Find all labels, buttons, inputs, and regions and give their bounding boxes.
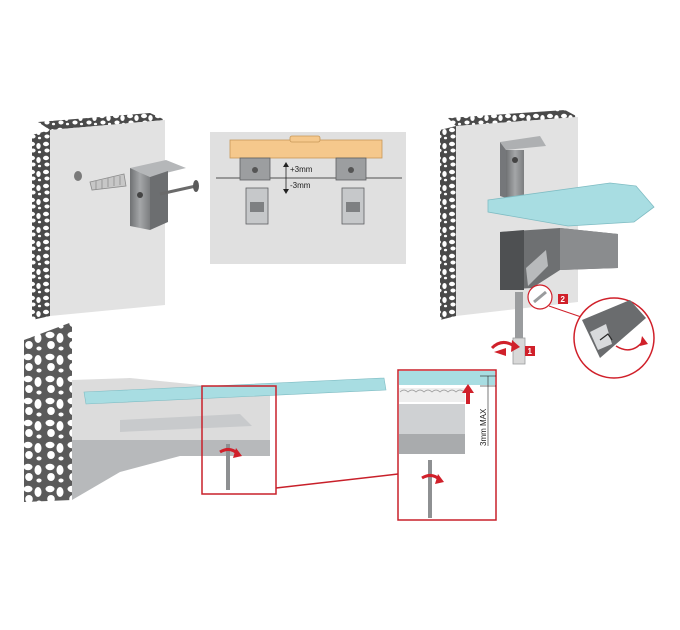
wall-edge-stone xyxy=(32,130,50,320)
panel-detail-max: 3mm MAX xyxy=(397,369,497,521)
up-arrow-icon xyxy=(462,384,474,404)
wall-plug xyxy=(89,173,127,191)
rotate-arrow-icon xyxy=(219,447,242,458)
up-arrow-icon xyxy=(283,162,289,167)
upper-bracket xyxy=(500,136,546,198)
glass-shelf xyxy=(487,182,655,227)
foam-texture xyxy=(399,389,465,393)
level-bubble-vial xyxy=(289,135,321,143)
step-1-badge xyxy=(525,346,535,356)
spirit-level xyxy=(229,139,383,159)
minus-3mm-label: -3mm xyxy=(290,181,311,190)
rotate-arrow-icon xyxy=(421,473,444,484)
wall-top-stone xyxy=(448,110,578,126)
wall-top-stone xyxy=(38,113,165,130)
panel-side-section xyxy=(24,322,399,502)
bracket-top-detail xyxy=(399,404,465,434)
panel-glass-mounting: 1 2 xyxy=(440,110,655,379)
bracket-lower-detail xyxy=(399,434,465,454)
lower-bracket xyxy=(500,228,618,290)
step-2-badge xyxy=(558,294,568,304)
panel-level-adjustment: +3mm -3mm xyxy=(210,132,406,264)
bracket-right xyxy=(335,157,367,225)
stone-wall-section xyxy=(24,322,72,502)
wall-hole xyxy=(74,171,82,181)
bracket-inner-face xyxy=(120,414,252,432)
step-2-number: 2 xyxy=(561,295,566,304)
detail-indicator-screw xyxy=(533,290,547,304)
down-arrow-icon xyxy=(283,189,289,194)
zoom-connector xyxy=(275,473,399,489)
wall-edge-stone xyxy=(440,126,456,320)
max-3mm-label: 3mm MAX xyxy=(479,408,488,446)
panel-wall-mounting xyxy=(32,113,199,320)
detail-frame-left xyxy=(201,385,277,495)
bracket-arm-lower xyxy=(72,440,270,500)
glass-shelf-side xyxy=(83,377,387,405)
plus-3mm-label: +3mm xyxy=(290,165,313,174)
detail-zoom-circle xyxy=(573,297,655,379)
bracket-left xyxy=(239,157,271,225)
foam-pad xyxy=(399,388,465,402)
rotate-arrow-icon xyxy=(490,340,520,356)
glass-edge xyxy=(399,371,495,385)
mounting-screw xyxy=(159,180,199,196)
step-1-number: 1 xyxy=(528,347,533,356)
mounting-bracket xyxy=(130,160,186,230)
adjustment-arrows xyxy=(283,162,289,194)
